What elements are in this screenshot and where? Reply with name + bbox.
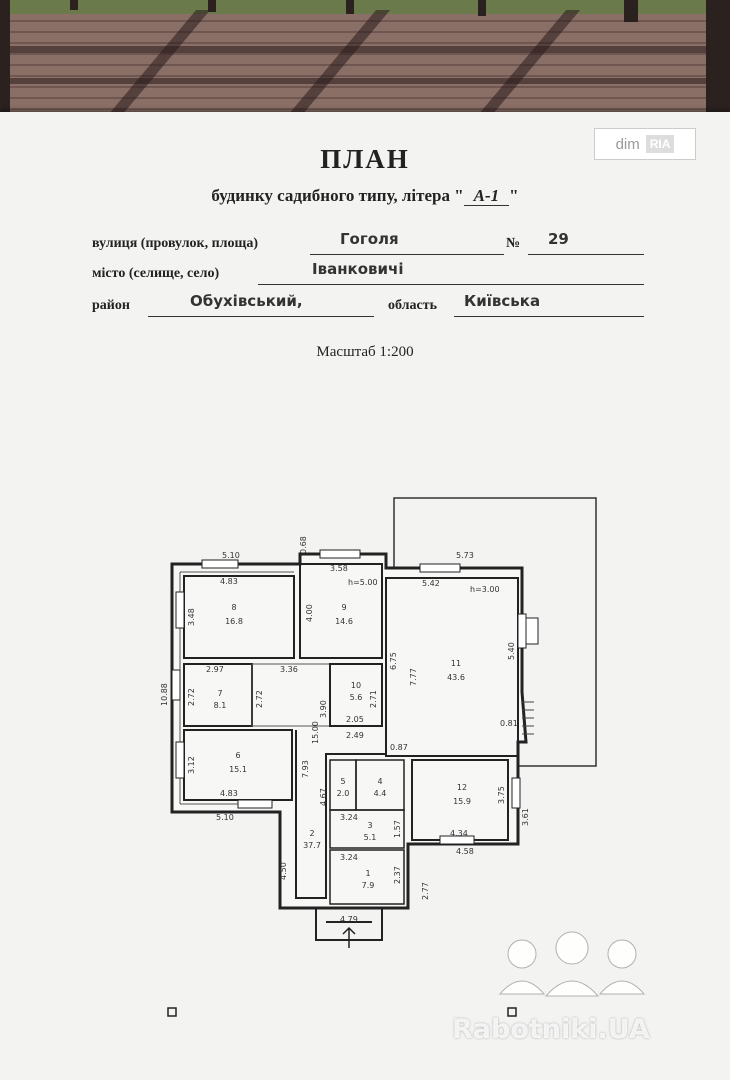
document-sheet: dim RIA ПЛАН будинку садибного типу, літ… xyxy=(0,112,730,1080)
dim-label: 2.37 xyxy=(393,866,402,884)
dim-label: h=5.00 xyxy=(348,578,378,587)
scale-label: Масштаб 1:200 xyxy=(316,344,414,360)
floor-plan: 5.10 0.68 3.58 5.73 10.88 5.10 4.50 4.79… xyxy=(160,497,597,1017)
room-label: 11 xyxy=(451,659,461,668)
room-label: 9 xyxy=(341,603,346,612)
room-label: 3 xyxy=(367,821,372,830)
region-value: Київська xyxy=(464,292,541,310)
room-label: 5 xyxy=(340,777,345,786)
room-label: 12 xyxy=(457,783,467,792)
room-area: 15.1 xyxy=(229,765,247,774)
dim-label: 4.50 xyxy=(279,862,288,880)
number-value: 29 xyxy=(548,230,569,248)
dim-label: 10.88 xyxy=(160,683,169,706)
dim-label: 2.05 xyxy=(346,715,364,724)
wood-deck-background xyxy=(0,0,730,118)
dim-label: 5.42 xyxy=(422,579,440,588)
street-row: вулиця (провулок, площа) Гоголя № 29 xyxy=(92,230,644,256)
room-area: 8.1 xyxy=(214,701,227,710)
dim-label: 7.93 xyxy=(301,760,310,778)
room-area: 7.9 xyxy=(362,881,375,890)
dim-label: 0.87 xyxy=(390,743,408,752)
district-row: район Обухівський, область Київська xyxy=(92,292,644,318)
dim-label: 3.24 xyxy=(340,813,358,822)
dim-label: 4.34 xyxy=(450,829,468,838)
dim-label: 3.75 xyxy=(497,786,506,804)
room-area: 5.1 xyxy=(364,833,377,842)
dim-label: 3.58 xyxy=(330,564,348,573)
dim-label: 0.81 xyxy=(500,719,518,728)
dim-label: 2.49 xyxy=(346,731,364,740)
room-label: 4 xyxy=(377,777,382,786)
room-label: 10 xyxy=(351,681,361,690)
dim-label: 3.24 xyxy=(340,853,358,862)
workers-logo-icon xyxy=(498,931,646,997)
dim-label: 3.48 xyxy=(187,608,196,626)
room-area: 5.6 xyxy=(350,693,363,702)
room-area: 2.0 xyxy=(337,789,350,798)
document-title: ПЛАН xyxy=(320,144,410,174)
street-value: Гоголя xyxy=(340,230,399,248)
city-value: Іванковичі xyxy=(312,260,404,278)
room-area: 16.8 xyxy=(225,617,243,626)
dim-label: 15.00 xyxy=(311,721,320,744)
room-area: 15.9 xyxy=(453,797,471,806)
dim-label: 3.61 xyxy=(521,808,530,826)
document-subtitle: будинку садибного типу, літера "А-1" xyxy=(211,186,519,206)
dim-label: 3.90 xyxy=(319,700,328,718)
room-label: 2 xyxy=(309,829,314,838)
dim-label: 4.00 xyxy=(305,604,314,622)
dim-label: 0.68 xyxy=(299,536,308,554)
dim-label: 4.67 xyxy=(319,788,328,806)
dimria-logo: dim RIA xyxy=(594,128,696,160)
room-label: 6 xyxy=(235,751,240,760)
dim-label: 2.72 xyxy=(255,690,264,708)
room-label: 7 xyxy=(217,689,222,698)
grass-strip xyxy=(0,0,730,14)
rabotniki-watermark: Rabotniki.UA xyxy=(452,1014,650,1045)
dim-label: 4.79 xyxy=(340,915,358,924)
dim-label: 2.97 xyxy=(206,665,224,674)
dim-label: 4.83 xyxy=(220,789,238,798)
dim-label: 5.73 xyxy=(456,551,474,560)
dim-label: 2.71 xyxy=(369,690,378,708)
dim-label: 3.36 xyxy=(280,665,298,674)
room-area: 43.6 xyxy=(447,673,465,682)
dim-label: 5.10 xyxy=(216,813,234,822)
room-label: 1 xyxy=(365,869,370,878)
district-value: Обухівський, xyxy=(190,292,303,310)
dim-label: 1.57 xyxy=(393,820,402,838)
room-label: 8 xyxy=(231,603,236,612)
dim-label: 7.77 xyxy=(409,668,418,686)
dim-label: 2.77 xyxy=(421,882,430,900)
room-area: 37.7 xyxy=(303,841,321,850)
dim-label: 5.10 xyxy=(222,551,240,560)
dim-label: 6.75 xyxy=(389,652,398,670)
dim-label: 3.12 xyxy=(187,756,196,774)
dim-label: 5.40 xyxy=(507,642,516,660)
city-row: місто (селище, село) Іванковичі xyxy=(92,260,644,286)
dim-label: 4.83 xyxy=(220,577,238,586)
dim-label: 2.72 xyxy=(187,688,196,706)
room-area: 4.4 xyxy=(374,789,387,798)
dim-label: h=3.00 xyxy=(470,585,500,594)
room-area: 14.6 xyxy=(335,617,353,626)
dim-label: 4.58 xyxy=(456,847,474,856)
